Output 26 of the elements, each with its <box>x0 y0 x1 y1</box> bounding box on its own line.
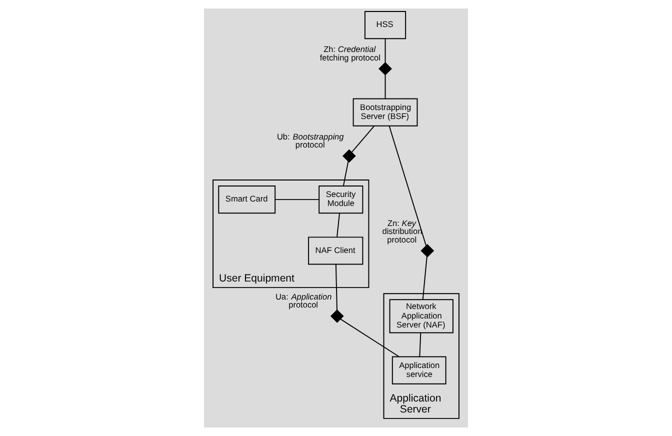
connector <box>384 38 386 64</box>
node-diamond <box>420 244 434 258</box>
connector <box>388 125 427 246</box>
node-diamond <box>342 149 356 163</box>
connector <box>422 256 428 300</box>
node-box: HSS <box>364 11 406 40</box>
node-label: Zn: Key distribution protocol <box>382 218 422 244</box>
connector <box>336 212 340 238</box>
node-box: Security Module <box>318 186 364 214</box>
node-box: Smart Card <box>218 186 276 214</box>
node-box: NAF Client <box>308 236 364 265</box>
connector <box>274 199 320 200</box>
node-diamond <box>378 62 392 76</box>
node-box: Bootstrapping Server (BSF) <box>352 98 418 126</box>
connector <box>340 318 400 358</box>
node-label: Ua: Application protocol <box>275 292 332 310</box>
node-box: Network Application Server (NAF) <box>389 299 454 334</box>
connector <box>351 125 375 153</box>
connector <box>342 160 349 186</box>
node-diamond <box>330 309 344 323</box>
node-box: Application service <box>392 356 446 384</box>
connector <box>419 332 422 358</box>
connector <box>335 264 338 311</box>
connector <box>384 74 386 100</box>
node-label: Zh: Credential fetching protocol <box>320 45 380 62</box>
node-label: Ub: Bootstrapping protocol <box>276 132 344 150</box>
